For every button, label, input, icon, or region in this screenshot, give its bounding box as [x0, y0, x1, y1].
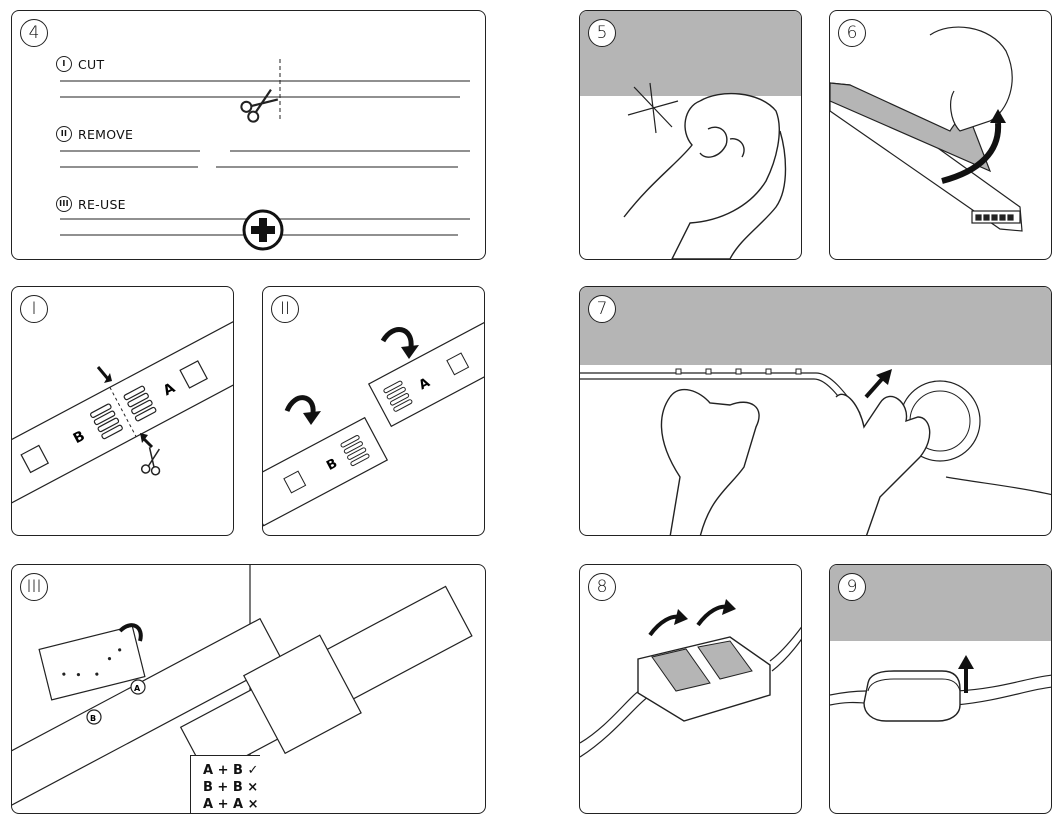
panel-iii-drawing: A B	[12, 565, 473, 813]
substep-reuse-label: III RE-USE	[56, 196, 126, 212]
panel-step-7: 7	[579, 286, 1052, 536]
substep-text: RE-USE	[78, 196, 126, 212]
connector-label-b: B	[90, 714, 96, 723]
panel-7-drawing	[580, 287, 1051, 535]
curved-arrow-icon	[941, 122, 1002, 184]
step-number: II	[271, 295, 299, 323]
roman-badge: II	[56, 126, 72, 142]
panel-substep-iii: III A B A + B ✓ B + B × A + A ×	[11, 564, 486, 814]
panel-substep-i: I A B	[11, 286, 234, 536]
controller-box	[863, 670, 961, 722]
arrow-icon	[864, 377, 884, 399]
panel-4-drawing	[60, 59, 470, 251]
combo-row: B + B ×	[203, 780, 259, 795]
sparkle-icon	[627, 82, 679, 134]
panel-step-4: 4 I CUT II REMOVE III RE-USE	[11, 10, 486, 260]
scissors-icon	[240, 88, 279, 123]
arrow-icon	[104, 373, 112, 383]
rotate-arrow-icon	[380, 327, 414, 348]
step-number: 9	[838, 573, 866, 601]
connector-board	[38, 625, 146, 701]
panel-ii-drawing: A B	[263, 317, 484, 527]
panel-i-drawing: A B	[12, 311, 233, 513]
panel-6-drawing	[830, 26, 1023, 232]
panel-step-5: 5	[579, 10, 802, 260]
panel-step-6: 6	[829, 10, 1052, 260]
panel-step-9: 9	[829, 564, 1052, 814]
hand-with-cloth	[623, 92, 787, 259]
right-hand	[835, 393, 931, 535]
substep-text: CUT	[78, 56, 105, 72]
panel-step-8: 8	[579, 564, 802, 814]
panel-5-drawing	[580, 11, 801, 259]
substep-cut-label: I CUT	[56, 56, 104, 72]
step-number: III	[20, 573, 48, 601]
connector-label-a: A	[134, 684, 141, 693]
step-number: 7	[588, 295, 616, 323]
combo-row: A + A ×	[203, 797, 259, 812]
rotate-arrow-icon	[118, 623, 143, 642]
roman-badge: I	[56, 56, 72, 72]
substep-remove-label: II REMOVE	[56, 126, 133, 142]
panel-substep-ii: II A B	[262, 286, 485, 536]
step-number: 8	[588, 573, 616, 601]
combo-row: A + B ✓	[203, 763, 259, 778]
compatibility-table: A + B ✓ B + B × A + A ×	[190, 755, 260, 813]
roman-badge: III	[56, 196, 72, 212]
left-hand	[660, 388, 760, 535]
step-number: 5	[588, 19, 616, 47]
step-number: I	[20, 295, 48, 323]
scissors-icon	[140, 447, 161, 476]
substep-text: REMOVE	[78, 126, 134, 142]
panel-8-drawing	[580, 599, 801, 758]
right-strip	[179, 585, 473, 778]
plus-icon	[242, 209, 284, 251]
step-number: 6	[838, 19, 866, 47]
panel-9-drawing	[830, 565, 1051, 722]
step-number: 4	[20, 19, 48, 47]
